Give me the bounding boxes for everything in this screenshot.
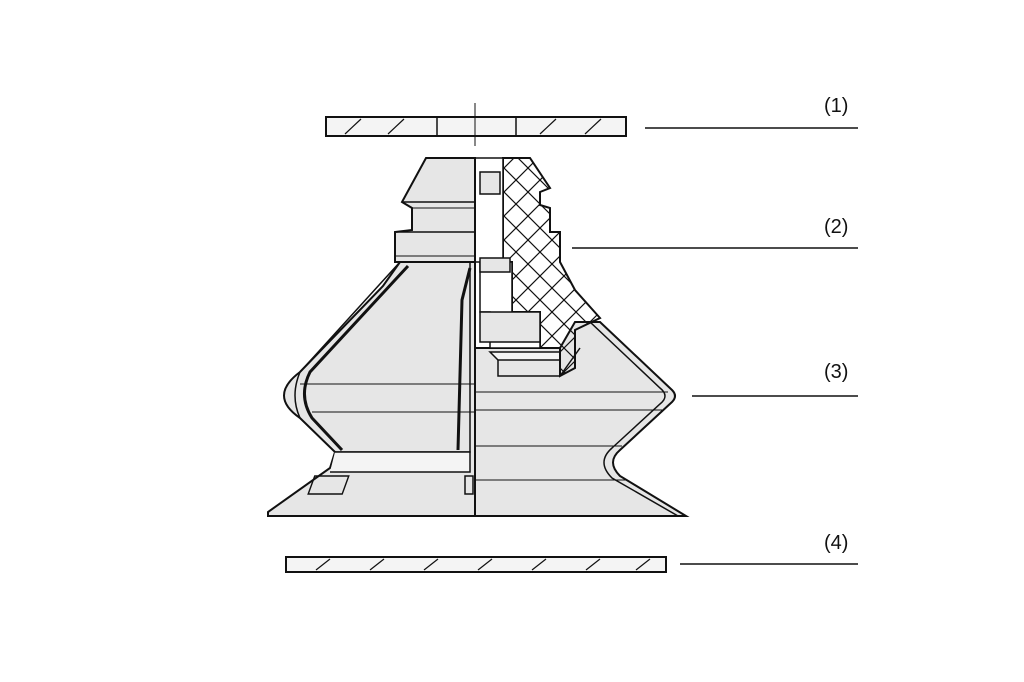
callout-label-2: (2): [824, 216, 849, 238]
part-1-top-disc: [325, 103, 627, 146]
callout-label-1: (1): [824, 95, 849, 117]
part-4-hatch: [315, 558, 651, 571]
part-2-fitting: [394, 157, 602, 516]
part-3-bellows-cup: [267, 261, 690, 517]
callout-label-3: (3): [824, 361, 849, 383]
part-1-hatch: [344, 118, 602, 135]
callout-label-4: (4): [824, 532, 849, 554]
leader-lines: [572, 127, 858, 565]
part-4-bottom-disc: [285, 556, 667, 573]
